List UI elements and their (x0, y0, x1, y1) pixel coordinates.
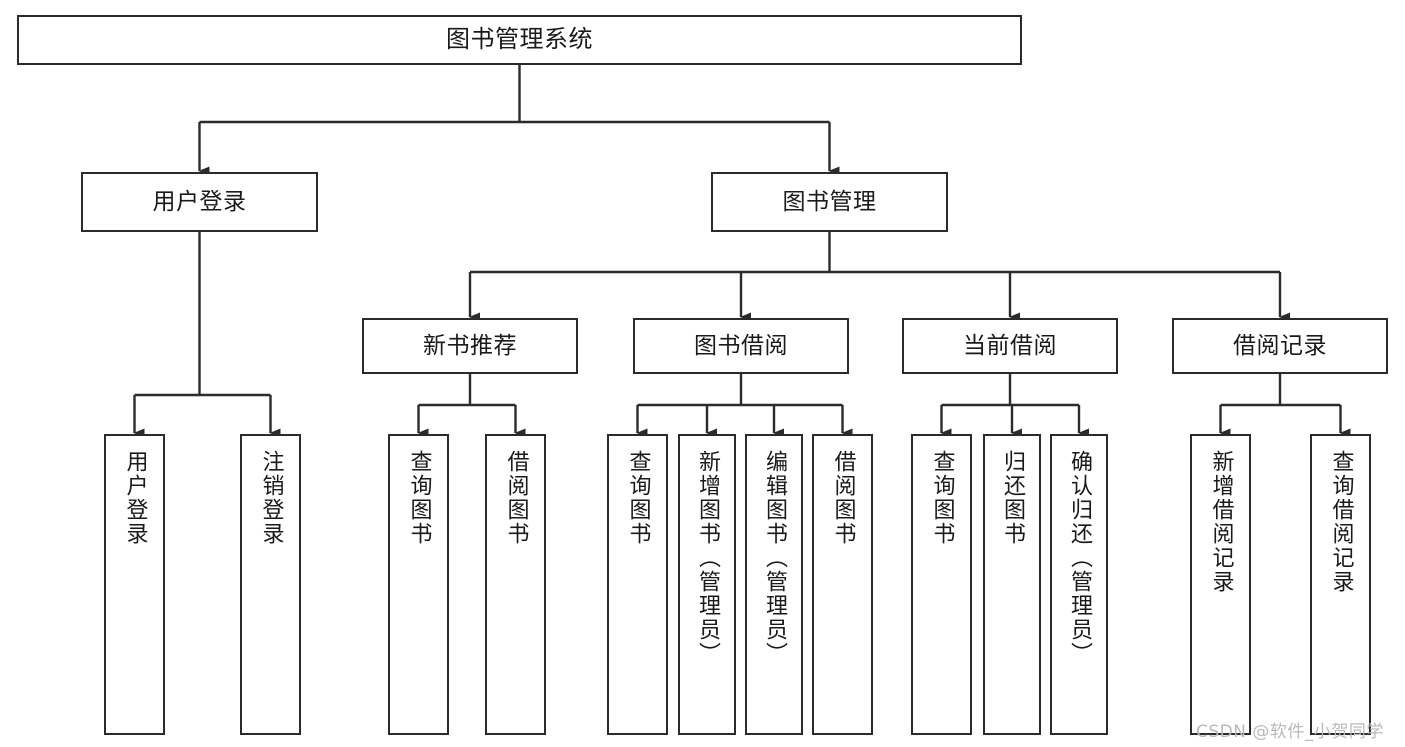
node-leaf-10[interactable]: 归还图书 (983, 434, 1041, 735)
node-leaf-13[interactable]: 查询借阅记录 (1310, 434, 1371, 735)
node-current-borrow[interactable]: 当前借阅 (902, 318, 1118, 374)
node-leaf-3[interactable]: 查询图书 (388, 434, 449, 735)
node-label: 查询图书 (406, 450, 432, 546)
node-label: 当前借阅 (963, 332, 1057, 359)
node-new-book-rec[interactable]: 新书推荐 (362, 318, 578, 374)
node-label: 查询图书 (929, 450, 955, 546)
node-leaf-12[interactable]: 新增借阅记录 (1190, 434, 1251, 735)
node-label: 图书管理系统 (446, 25, 593, 54)
node-borrow-record[interactable]: 借阅记录 (1172, 318, 1388, 374)
node-leaf-5[interactable]: 查询图书 (607, 434, 668, 735)
node-root[interactable]: 图书管理系统 (17, 15, 1022, 65)
node-label: 编辑图书（管理员） (762, 450, 787, 666)
node-book-manage[interactable]: 图书管理 (711, 172, 948, 232)
node-label: 新增图书（管理员） (695, 450, 720, 666)
node-label: 查询图书 (625, 450, 651, 546)
node-leaf-9[interactable]: 查询图书 (911, 434, 972, 735)
node-leaf-4[interactable]: 借阅图书 (485, 434, 546, 735)
node-leaf-1[interactable]: 用户登录 (104, 434, 165, 735)
node-book-borrow[interactable]: 图书借阅 (633, 318, 849, 374)
node-label: 借阅记录 (1233, 332, 1327, 359)
node-label: 确认归还（管理员） (1067, 450, 1092, 666)
node-leaf-7[interactable]: 编辑图书（管理员） (745, 434, 803, 735)
node-label: 借阅图书 (503, 450, 529, 546)
node-user-login[interactable]: 用户登录 (81, 172, 318, 232)
node-leaf-2[interactable]: 注销登录 (240, 434, 301, 735)
node-label: 借阅图书 (830, 450, 856, 546)
node-label: 用户登录 (122, 450, 148, 546)
node-label: 图书借阅 (694, 332, 788, 359)
node-leaf-6[interactable]: 新增图书（管理员） (678, 434, 736, 735)
watermark: CSDN @软件_小贺同学 (1196, 722, 1384, 742)
node-label: 新书推荐 (423, 332, 517, 359)
node-label: 注销登录 (258, 450, 284, 546)
node-label: 查询借阅记录 (1328, 450, 1354, 594)
node-leaf-8[interactable]: 借阅图书 (812, 434, 873, 735)
node-leaf-11[interactable]: 确认归还（管理员） (1050, 434, 1108, 735)
node-label: 归还图书 (1000, 450, 1025, 546)
node-label: 新增借阅记录 (1208, 450, 1234, 594)
node-label: 用户登录 (152, 188, 247, 215)
node-label: 图书管理 (782, 188, 877, 215)
